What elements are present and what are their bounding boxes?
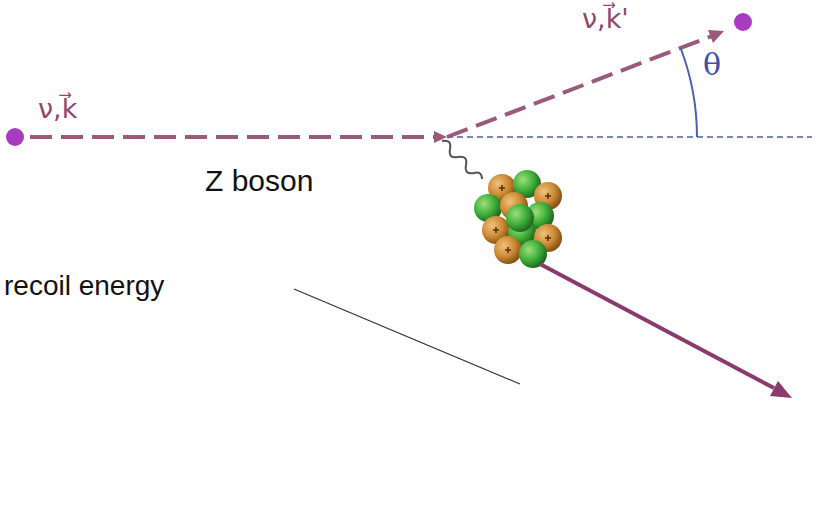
callout-label: recoil energy: [4, 268, 164, 303]
angle-arc: [681, 48, 697, 137]
neutrino-dot: [734, 13, 752, 31]
leader-line: [294, 289, 520, 384]
particle-label: ν,k⃗': [582, 2, 629, 36]
boson-line: [442, 141, 482, 179]
angle-label: θ: [703, 46, 721, 84]
incoming-path: [30, 135, 436, 139]
particle-label: ν,k⃗: [38, 92, 77, 126]
arrow-head: [770, 381, 792, 398]
nucleus: [474, 170, 562, 268]
arrow-head: [708, 30, 724, 43]
outgoing-path: [447, 36, 712, 137]
boson-label: Z boson: [205, 162, 313, 200]
recoil-arrow: [540, 264, 774, 388]
reference-line: [447, 136, 812, 138]
neutrino-dot: [6, 128, 24, 146]
